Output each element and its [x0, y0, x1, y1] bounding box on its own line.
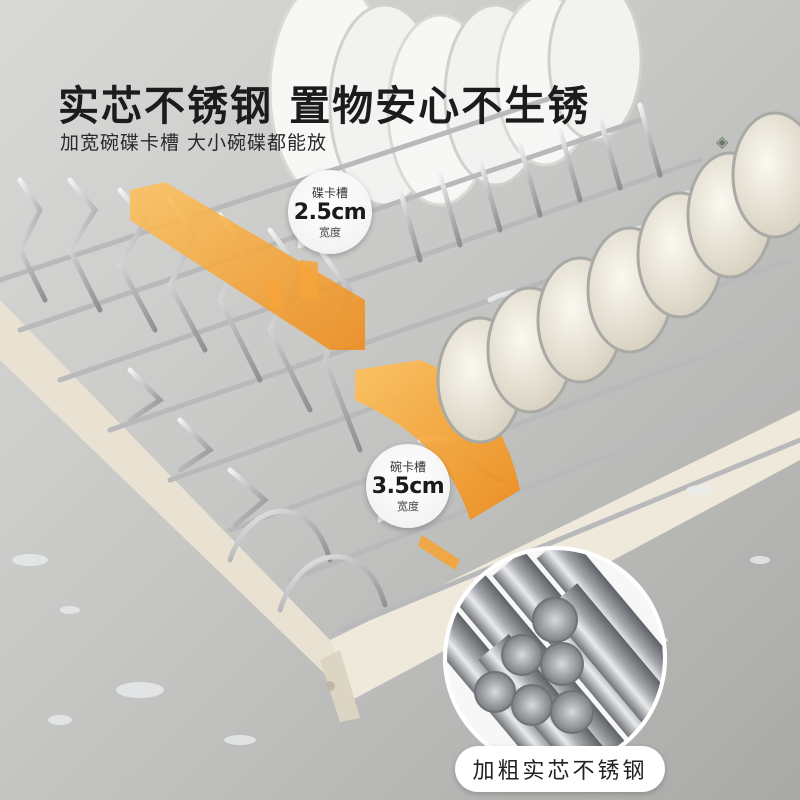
orange-dividers	[130, 182, 520, 570]
steel-rods-closeup	[443, 546, 667, 770]
bowls-row	[436, 111, 800, 444]
badge-unit: 宽度	[397, 499, 419, 513]
material-callout: 加粗实芯不锈钢	[455, 746, 665, 792]
water-droplets	[12, 485, 770, 745]
plates-back	[268, 0, 643, 207]
badge-label: 碗卡槽	[389, 459, 426, 474]
badge-unit: 宽度	[319, 225, 341, 239]
diamond-icon: ◈	[716, 132, 729, 151]
subline: 加宽碗碟卡槽 大小碗碟都能放	[60, 132, 328, 154]
bowl-slot-badge: 碗卡槽 3.5cm 宽度	[366, 444, 450, 528]
plate-slot-badge: 碟卡槽 2.5cm 宽度	[288, 170, 372, 254]
badge-label: 碟卡槽	[311, 185, 348, 200]
badge-value: 2.5cm	[293, 199, 367, 225]
badge-value: 3.5cm	[371, 473, 445, 499]
headline: 实芯不锈钢 置物安心不生锈	[58, 82, 591, 130]
